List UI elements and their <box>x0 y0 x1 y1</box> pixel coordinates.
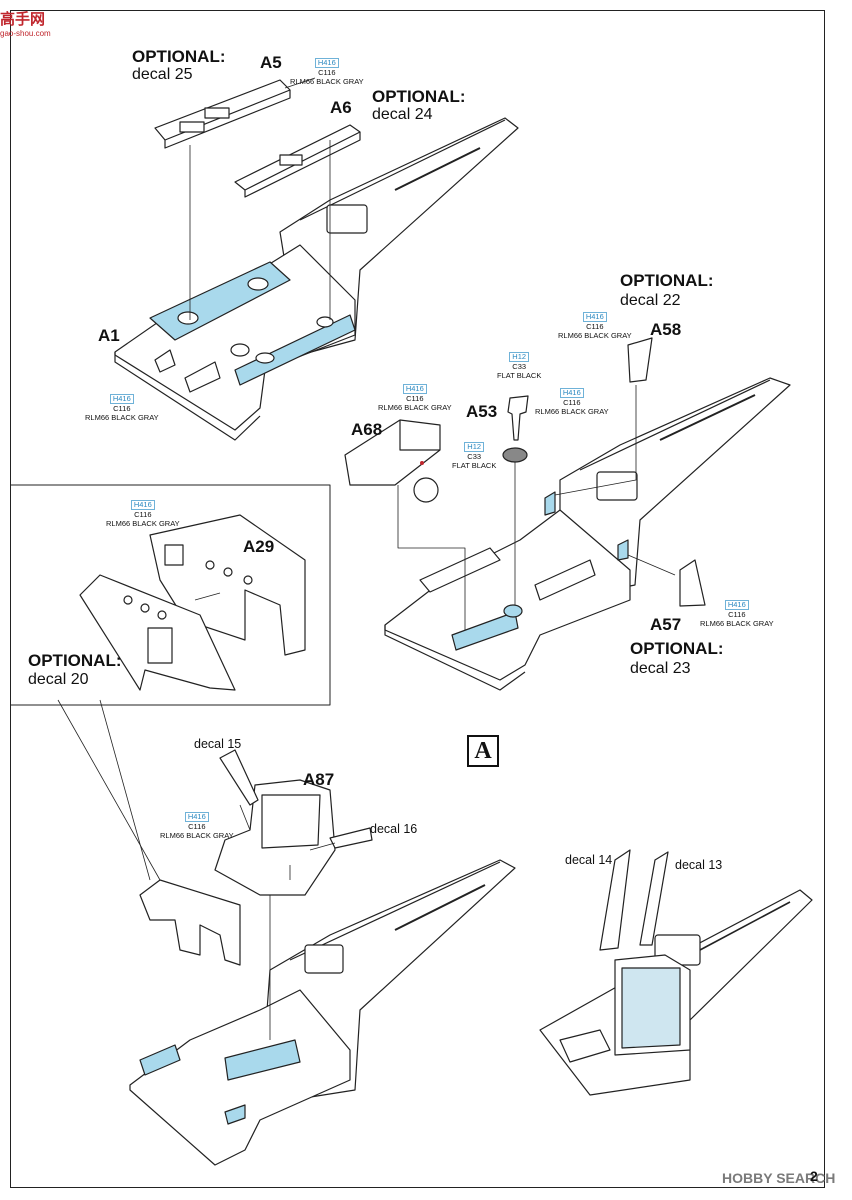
part-a5-label: A5 <box>260 53 282 72</box>
paint-callout-10: H416 C116 RLM66 BLACK GRAY <box>160 812 234 840</box>
paint-c-code: C116 <box>188 822 206 831</box>
paint-c-code: C116 <box>113 404 131 413</box>
page-frame <box>10 10 825 1188</box>
optional-title-a5: OPTIONAL: <box>132 47 226 66</box>
a1-cockpit-assembly <box>114 77 519 441</box>
a53-cockpit-assembly <box>344 337 791 691</box>
paint-c-code: C33 <box>467 452 482 461</box>
optional-title-a58: OPTIONAL: <box>620 271 714 290</box>
paint-color-name: RLM66 BLACK GRAY <box>290 77 364 86</box>
part-a6-label: A6 <box>330 98 352 117</box>
paint-color-name: RLM66 BLACK GRAY <box>558 331 632 340</box>
part-a58-label: A58 <box>650 320 682 339</box>
watermark-mark: 高手网 <box>0 10 46 28</box>
optional-title-a6: OPTIONAL: <box>372 87 466 106</box>
paint-c-code: C116 <box>406 394 424 403</box>
page-number: 2 <box>810 1168 818 1184</box>
paint-color-name: FLAT BLACK <box>452 461 497 470</box>
optional-title-a57: OPTIONAL: <box>630 639 724 658</box>
paint-c-code: C116 <box>134 510 152 519</box>
part-a68-label: A68 <box>351 420 383 439</box>
paint-h-code: H416 <box>184 812 209 822</box>
paint-color-name: RLM66 BLACK GRAY <box>106 519 180 528</box>
paint-callout-1: H416 C116 RLM66 BLACK GRAY <box>290 58 364 86</box>
paint-h-code: H12 <box>464 442 485 452</box>
paint-callout-4: H12 C33 FLAT BLACK <box>497 352 541 380</box>
paint-h-code: H416 <box>724 600 749 610</box>
watermark-logo: 高手网 gao-shou.com <box>0 8 78 38</box>
decal-15-label: decal 15 <box>194 737 242 751</box>
paint-color-name: RLM66 BLACK GRAY <box>378 403 452 412</box>
watermark-hobby-search: HOBBY SEARCH <box>722 1170 836 1186</box>
finished-seat-view <box>539 849 813 1096</box>
part-a1-label: A1 <box>98 326 120 345</box>
paint-callout-8: H416 C116 RLM66 BLACK GRAY <box>700 600 774 628</box>
paint-c-code: C116 <box>728 610 746 619</box>
paint-color-name: RLM66 BLACK GRAY <box>85 413 159 422</box>
paint-c-code: C116 <box>586 322 604 331</box>
part-a29-label: A29 <box>243 537 275 556</box>
paint-h-code: H416 <box>130 500 155 510</box>
a87-seat-assembly <box>129 749 516 1166</box>
paint-callout-2: H416 C116 RLM66 BLACK GRAY <box>85 394 159 422</box>
step-marker: A <box>467 735 499 767</box>
watermark-url: gao-shou.com <box>0 29 51 38</box>
paint-h-code: H416 <box>559 388 584 398</box>
paint-h-code: H416 <box>314 58 339 68</box>
optional-decal-a5: decal 25 <box>132 66 193 83</box>
part-a57-label: A57 <box>650 615 682 634</box>
paint-c-code: C116 <box>563 398 581 407</box>
decal-16-label: decal 16 <box>370 822 418 836</box>
part-a53-label: A53 <box>466 402 498 421</box>
paint-color-name: RLM66 BLACK GRAY <box>700 619 774 628</box>
optional-decal-a6: decal 24 <box>372 106 433 123</box>
paint-callout-7: H12 C33 FLAT BLACK <box>452 442 496 470</box>
a29-panel-inset <box>10 484 331 881</box>
paint-color-name: FLAT BLACK <box>497 371 542 380</box>
paint-color-name: RLM66 BLACK GRAY <box>535 407 609 416</box>
optional-decal-a58: decal 22 <box>620 292 681 309</box>
paint-callout-3: H416 C116 RLM66 BLACK GRAY <box>558 312 632 340</box>
paint-c-code: C33 <box>512 362 527 371</box>
paint-h-code: H416 <box>109 394 134 404</box>
paint-callout-9: H416 C116 RLM66 BLACK GRAY <box>106 500 180 528</box>
paint-callout-5: H416 C116 RLM66 BLACK GRAY <box>378 384 452 412</box>
decal-14-label: decal 14 <box>565 853 613 867</box>
part-a87-label: A87 <box>303 770 335 789</box>
paint-color-name: RLM66 BLACK GRAY <box>160 831 234 840</box>
paint-h-code: H416 <box>582 312 607 322</box>
paint-c-code: C116 <box>318 68 336 77</box>
optional-decal-a57: decal 23 <box>630 660 691 677</box>
optional-title-a29: OPTIONAL: <box>28 651 122 670</box>
optional-decal-a29: decal 20 <box>28 671 89 688</box>
paint-h-code: H12 <box>509 352 530 362</box>
paint-callout-6: H416 C116 RLM66 BLACK GRAY <box>535 388 609 416</box>
paint-h-code: H416 <box>402 384 427 394</box>
decal-13-label: decal 13 <box>675 858 723 872</box>
